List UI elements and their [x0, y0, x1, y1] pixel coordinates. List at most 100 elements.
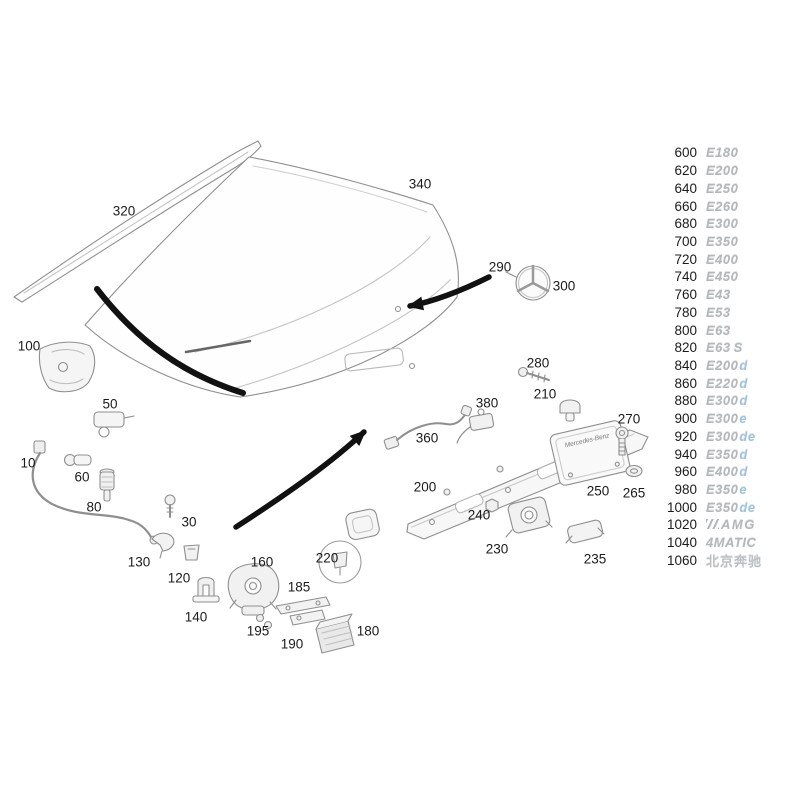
model-badge: E43 — [706, 287, 731, 303]
star-emblem-drawing — [505, 264, 551, 301]
model-badge: 北京奔驰 — [706, 553, 763, 569]
part-label-300[interactable]: 300 — [552, 278, 576, 294]
badge-code: 1040 — [666, 535, 697, 551]
badge-code: 900 — [674, 411, 697, 427]
licence-plate-backing-drawing: Mercedes-Benz — [549, 420, 631, 486]
part-label-290[interactable]: 290 — [488, 259, 512, 275]
badge-code: 640 — [674, 180, 697, 196]
model-badge: E63 — [706, 322, 731, 338]
badge-row-1040[interactable]: 1040 4MATIC — [664, 534, 800, 552]
part-label-280[interactable]: 280 — [526, 355, 550, 371]
badge-row-1060[interactable]: 1060 北京奔驰 — [664, 552, 800, 570]
part-label-195[interactable]: 195 — [246, 623, 270, 639]
part-label-60[interactable]: 60 — [74, 469, 90, 485]
badge-code: 980 — [674, 482, 697, 498]
part-label-100[interactable]: 100 — [17, 338, 41, 354]
camera-bracket-drawing — [565, 519, 605, 544]
badge-code: 800 — [674, 322, 697, 338]
bolt-270-drawing — [615, 426, 629, 456]
part-label-235[interactable]: 235 — [583, 551, 607, 567]
badge-code: 1000 — [666, 499, 697, 515]
badge-code: 840 — [674, 357, 697, 373]
module-180-drawing — [315, 613, 355, 654]
badge-row-980[interactable]: 980 E350e — [664, 481, 800, 499]
model-badge: E400d — [706, 464, 748, 480]
part-label-80[interactable]: 80 — [86, 499, 102, 515]
badge-code: 700 — [674, 233, 697, 249]
model-badge: AMG — [706, 517, 756, 532]
part-label-120[interactable]: 120 — [167, 570, 191, 586]
model-badge: E300de — [706, 428, 756, 444]
part-label-30[interactable]: 30 — [181, 514, 197, 530]
badge-code: 820 — [674, 340, 697, 356]
model-badge: E350d — [706, 446, 748, 462]
model-badge: E260 — [706, 198, 739, 214]
model-badge: E400 — [706, 251, 739, 267]
hinge-cover-drawing — [38, 341, 96, 393]
arrow-to-star-mount — [407, 274, 492, 311]
badge-row-840[interactable]: 840 E200d — [664, 357, 800, 375]
part-label-230[interactable]: 230 — [485, 541, 509, 557]
badge-row-660[interactable]: 660 E260 — [664, 197, 800, 215]
part-label-250[interactable]: 250 — [586, 483, 610, 499]
part-label-220[interactable]: 220 — [315, 550, 339, 566]
part-label-200[interactable]: 200 — [413, 479, 437, 495]
badge-code: 920 — [674, 428, 697, 444]
badge-code: 660 — [674, 198, 697, 214]
part-label-320[interactable]: 320 — [112, 203, 136, 219]
bracket-185-drawing — [275, 596, 331, 615]
part-label-160[interactable]: 160 — [250, 554, 274, 570]
part-label-10[interactable]: 10 — [20, 455, 36, 471]
part-label-270[interactable]: 270 — [617, 411, 641, 427]
part-label-185[interactable]: 185 — [287, 579, 311, 595]
screws-195-drawing — [255, 613, 273, 630]
model-badge: E350e — [706, 482, 748, 498]
badge-code: 1060 — [666, 552, 697, 568]
part-label-240[interactable]: 240 — [467, 507, 491, 523]
part-label-265[interactable]: 265 — [622, 485, 646, 501]
part-label-340[interactable]: 340 — [408, 176, 432, 192]
nut-240-drawing — [485, 498, 499, 513]
badge-row-800[interactable]: 800 E63 — [664, 321, 800, 339]
part-label-380[interactable]: 380 — [475, 395, 499, 411]
release-switch-drawing — [456, 408, 495, 444]
part-label-130[interactable]: 130 — [127, 554, 151, 570]
release-cable-drawing — [31, 440, 159, 545]
model-badge: 4MATIC — [706, 535, 757, 551]
part-label-140[interactable]: 140 — [184, 609, 208, 625]
arrow-to-lid-underside — [233, 429, 367, 530]
grommet-265-drawing — [625, 464, 643, 478]
model-badge: E450 — [706, 269, 739, 285]
badge-row-920[interactable]: 920 E300de — [664, 428, 800, 446]
part-label-360[interactable]: 360 — [415, 430, 439, 446]
part-label-190[interactable]: 190 — [280, 636, 304, 652]
model-badge: E200d — [706, 357, 748, 373]
part-label-180[interactable]: 180 — [356, 623, 380, 639]
spoiler-drawing — [13, 140, 262, 303]
trunk-lock-drawing — [227, 563, 280, 616]
part-label-50[interactable]: 50 — [102, 396, 118, 412]
badge-code: 860 — [674, 375, 697, 391]
part-label-210[interactable]: 210 — [533, 386, 557, 402]
badge-code: 600 — [674, 145, 697, 161]
